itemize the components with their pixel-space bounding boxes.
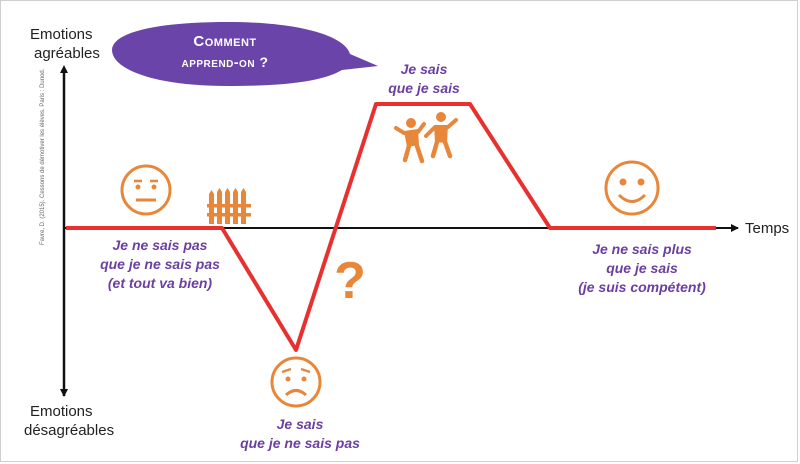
stage-unconscious-incompetence: Je ne sais pas que je ne sais pas (et to…	[84, 236, 236, 293]
smiling-face-icon	[604, 160, 660, 216]
fence-icon	[207, 188, 251, 224]
stage-4-line-2: que je sais	[606, 260, 678, 276]
stage-4-line-1: Je ne sais plus	[592, 241, 692, 257]
stage-1-line-1: Je ne sais pas	[112, 237, 208, 253]
bubble-line-1: Comment	[193, 33, 257, 50]
speech-bubble	[112, 22, 378, 86]
time-axis-label: Temps	[745, 220, 790, 237]
source-credit: Favre, D. (2015). Cessons de démotiver l…	[40, 68, 46, 245]
positive-emotions-label: Emotions agréables	[28, 25, 100, 63]
bubble-line-2: apprend-on ?	[181, 54, 269, 70]
stage-conscious-incompetence: Je sais que je ne sais pas	[228, 415, 372, 453]
stage-4-line-3: (je suis compétent)	[578, 279, 706, 295]
negative-emotions-line-1: Emotions	[30, 403, 93, 420]
dancing-people-icon	[394, 112, 458, 164]
positive-emotions-line-1: Emotions	[30, 26, 93, 43]
learning-curve	[66, 102, 716, 352]
speech-bubble-text: Comment apprend-on ?	[150, 32, 300, 72]
stage-1-line-3: (et tout va bien)	[107, 275, 213, 291]
stage-3-line-2: que je sais	[388, 80, 460, 96]
stage-unconscious-competence: Je ne sais plus que je sais (je suis com…	[560, 240, 724, 297]
negative-emotions-label: Emotions désagréables	[24, 402, 114, 440]
worried-face-icon	[270, 356, 322, 408]
positive-emotions-line-2: agréables	[34, 45, 100, 62]
negative-emotions-line-2: désagréables	[24, 422, 115, 439]
stage-2-line-2: que je ne sais pas	[240, 435, 360, 451]
stage-1-line-2: que je ne sais pas	[100, 256, 220, 272]
stage-2-line-1: Je sais	[276, 416, 324, 432]
neutral-face-icon	[120, 164, 172, 216]
question-mark-icon: ?	[334, 252, 366, 310]
stage-conscious-competence: Je sais que je sais	[368, 60, 480, 98]
stage-3-line-1: Je sais	[400, 61, 448, 77]
